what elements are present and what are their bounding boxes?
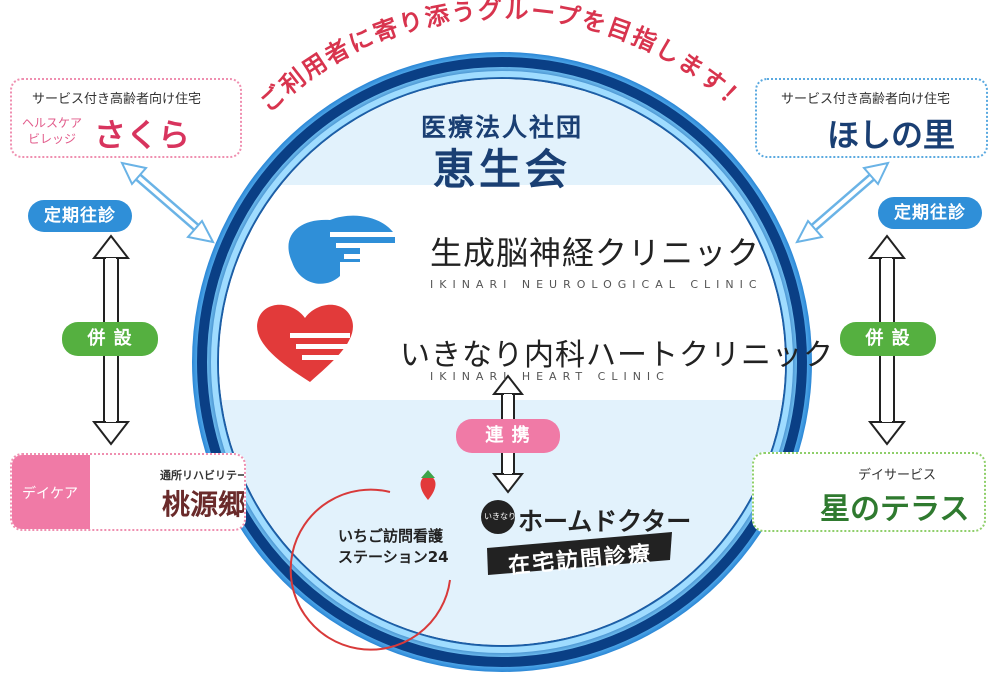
ichigo-arc	[289, 488, 451, 651]
tougenkyo-sub: 通所リハビリテーション	[160, 469, 246, 482]
terrace-caption: デイサービス	[858, 468, 937, 483]
left-teiki-badge: 定期往診	[28, 200, 132, 232]
org-type: 医療法人社団	[420, 113, 583, 142]
strawberry-icon	[420, 470, 436, 500]
hoshi-name: ほしの里	[827, 116, 956, 154]
neuro-clinic-sub: IKINARI NEUROLOGICAL CLINIC	[430, 278, 763, 291]
sakura-name: さくら	[94, 116, 191, 154]
ichigo-name-line2: ステーション24	[338, 548, 449, 566]
terrace-card: デイサービス 星のテラス	[752, 452, 986, 532]
hoshi-card: サービス付き高齢者向け住宅 ほしの里	[755, 78, 988, 158]
tougenkyo-name: 桃源郷	[162, 488, 246, 521]
renkei-badge: 連 携	[456, 419, 560, 453]
neuro-clinic-logo	[288, 215, 408, 284]
tougenkyo-card: デイケア 通所リハビリテーション 桃源郷	[10, 453, 246, 531]
slogan-text: ご利用者に寄り添うグループを目指します！	[254, 0, 750, 118]
hoshi-caption: サービス付き高齢者向け住宅	[781, 92, 951, 107]
right-heisetsu-badge: 併 設	[840, 322, 936, 356]
heart-clinic-logo	[257, 304, 353, 382]
sakura-sub2: ビレッジ	[28, 132, 77, 146]
homedoctor-badge: いきなり	[484, 512, 516, 521]
tougenkyo-label-box	[12, 455, 90, 529]
sakura-caption: サービス付き高齢者向け住宅	[32, 92, 202, 107]
right-teiki-badge: 定期往診	[878, 197, 982, 229]
left-heisetsu-badge: 併 設	[62, 322, 158, 356]
tougenkyo-label: デイケア	[22, 486, 78, 502]
homedoctor-banner	[481, 500, 672, 575]
heart-clinic-name: いきなり内科ハートクリニック	[400, 338, 834, 373]
terrace-name: 星のテラス	[820, 492, 970, 527]
ichigo-name-line1: いちご訪問看護	[338, 527, 444, 545]
heart-clinic-sub: IKINARI HEART CLINIC	[430, 370, 670, 383]
sakura-card: サービス付き高齢者向け住宅 ヘルスケア ビレッジ さくら	[10, 78, 242, 158]
homedoctor-title: ホームドクター	[518, 507, 692, 536]
left-diagonal-arrow	[120, 161, 215, 244]
org-name: 恵生会	[432, 145, 571, 194]
svg-text:ご利用者に寄り添うグループを目指します！: ご利用者に寄り添うグループを目指します！	[254, 0, 752, 118]
neuro-clinic-name: 生成脳神経クリニック	[430, 234, 761, 272]
sakura-sub1: ヘルスケア	[22, 116, 83, 130]
right-diagonal-arrow	[795, 161, 890, 244]
